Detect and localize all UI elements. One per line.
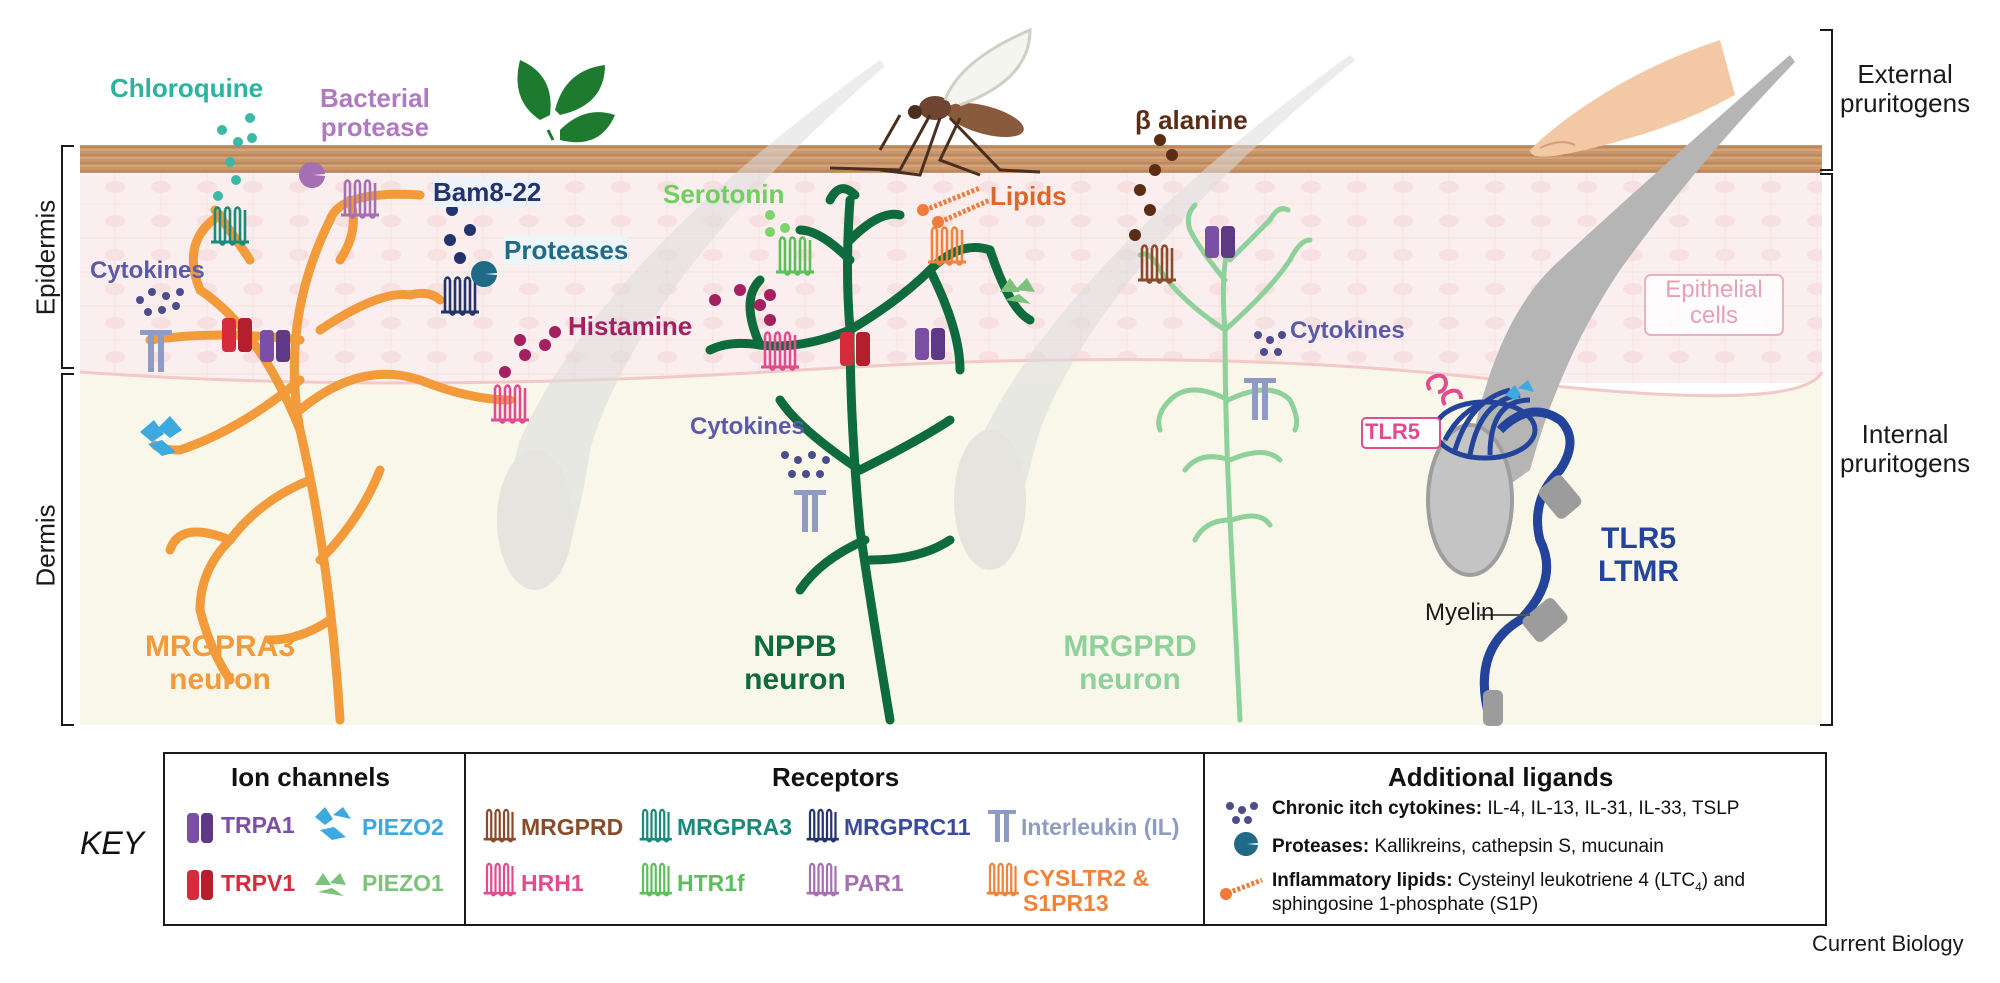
key-proteases-text: Proteases: Kallikreins, cathepsin S, muc… <box>1272 836 1664 857</box>
epithelial-cells-label: Epithelial cells <box>1665 276 1763 330</box>
beta-alanine-label: β alanine <box>1135 105 1248 135</box>
il-receptors <box>140 330 1276 532</box>
ion-channels-on-neurons <box>140 226 1235 456</box>
dermis-label: Dermis <box>30 504 61 587</box>
key-mrgprd: MRGPRD <box>521 814 624 840</box>
cytokines-label-middle: Cytokines <box>690 413 805 440</box>
tlr5-hair <box>1426 55 1795 577</box>
tlr5-box <box>1361 417 1441 449</box>
key-mrgpra3: MRGPRA3 <box>677 814 793 840</box>
bam822-label: Bam8-22 <box>433 177 542 207</box>
bam-dots <box>444 204 476 264</box>
lipid-shapes <box>924 185 992 225</box>
internal-pruritogens-label: Internal pruritogens <box>1840 419 1971 478</box>
finger-icon <box>1530 40 1735 157</box>
key-trpv1: TRPV1 <box>221 870 296 896</box>
key-htr1f: HTR1f <box>677 870 745 896</box>
mrgpra3-neuron-label: MRGPRA3 neuron <box>144 630 295 696</box>
bacterial-protease-label: Bacterial protease <box>320 83 430 142</box>
key-divider-1 <box>464 754 466 924</box>
mrgprd-neuron-label: MRGPRD neuron <box>1063 630 1197 696</box>
key-label: KEY <box>80 825 145 861</box>
receptors-title: Receptors <box>772 762 900 792</box>
cytokines-label-left: Cytokines <box>90 257 205 284</box>
key-piezo1: PIEZO1 <box>362 870 444 896</box>
myelin-label: Myelin <box>1425 599 1495 626</box>
nppb-neuron-label: NPPB neuron <box>744 630 846 696</box>
key-box: Ion channels Receptors Additional ligand… <box>163 752 1827 926</box>
key-trpa1: TRPA1 <box>221 812 295 838</box>
tlr5-ltmr-label: TLR5 LTMR <box>1598 522 1680 588</box>
histamine-dots <box>499 284 776 378</box>
mosquito-icon <box>829 27 1041 177</box>
nppb-neuron <box>705 184 1035 725</box>
epidermis-label: Epidermis <box>30 199 61 316</box>
key-mrgprc11: MRGPRC11 <box>844 814 971 840</box>
key-lipids-text: Inflammatory lipids: Cysteinyl leukotrie… <box>1272 870 1746 916</box>
histamine-label: Histamine <box>568 311 693 341</box>
proteases-label: Proteases <box>504 235 629 265</box>
poison-ivy-icon <box>517 60 615 143</box>
serotonin-dots <box>765 210 790 237</box>
bacterial-protease-shape <box>299 161 325 188</box>
cytokines-label-right: Cytokines <box>1290 317 1405 344</box>
external-pruritogens-label: External pruritogens <box>1840 59 1971 118</box>
chloroquine-label: Chloroquine <box>110 73 264 103</box>
key-par1: PAR1 <box>844 870 904 896</box>
key-icons <box>187 802 1263 900</box>
ion-channels-title: Ion channels <box>231 762 390 792</box>
key-cytokines-text: Chronic itch cytokines: IL-4, IL-13, IL-… <box>1272 798 1740 819</box>
lipids-label: Lipids <box>990 181 1067 211</box>
epithelial-cells-box <box>1644 274 1784 336</box>
key-piezo2: PIEZO2 <box>362 814 444 840</box>
side-brackets <box>61 29 1833 726</box>
key-hrh1: HRH1 <box>521 870 584 896</box>
hair-follicles <box>497 55 1355 590</box>
protease-shape <box>471 261 497 288</box>
credit-label: Current Biology <box>1812 931 1964 956</box>
key-divider-2 <box>1203 754 1205 924</box>
tlr5-label: TLR5 <box>1365 419 1420 444</box>
beta-alanine-dots <box>1129 134 1178 241</box>
key-interleukin: Interleukin (IL) <box>1021 814 1180 840</box>
serotonin-label: Serotonin <box>663 179 785 209</box>
cytokine-dots <box>136 288 1286 478</box>
mrgprd-neuron <box>1137 202 1313 723</box>
chloroquine-dots <box>213 113 257 201</box>
additional-ligands-title: Additional ligands <box>1388 762 1614 792</box>
key-cysltr2: CYSLTR2 & S1PR13 <box>1023 865 1150 917</box>
